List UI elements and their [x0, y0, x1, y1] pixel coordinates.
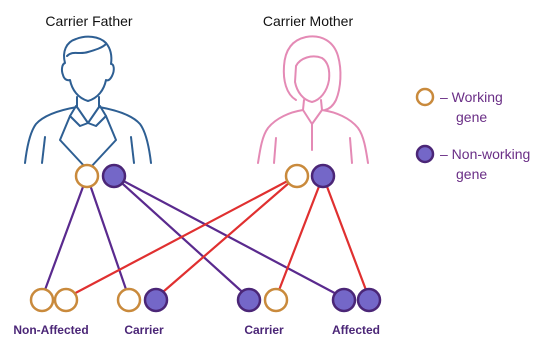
child4-genes: [331, 287, 382, 313]
child4-nonworking-gene-b: [356, 287, 382, 313]
father-working-to-child2: [85, 174, 131, 300]
child1-working-gene-b: [53, 287, 79, 313]
inheritance-lines: [40, 174, 371, 300]
legend-working-gene-icon: [415, 87, 435, 107]
child3-label: Carrier: [244, 323, 284, 337]
child1-genes: [29, 287, 79, 313]
legend-nonworking-gene-icon: [415, 144, 435, 164]
legend-working-label-1: – Working: [440, 89, 503, 105]
mother-working-gene: [284, 163, 310, 189]
father-figure: [24, 35, 152, 169]
father-working-gene: [74, 163, 100, 189]
father-nonworking-to-child4: [112, 174, 346, 300]
child2-label: Carrier: [124, 323, 164, 337]
legend-nonworking-label-2: gene: [456, 166, 487, 182]
mother-nonworking-gene: [310, 163, 336, 189]
legend-working-label-2: gene: [456, 109, 487, 125]
child1-label: Non-Affected: [13, 323, 88, 337]
child1-working-gene-a: [29, 287, 55, 313]
mother-label: Carrier Mother: [263, 13, 354, 29]
child3-nonworking-gene: [236, 287, 262, 313]
legend-nonworking-label-1: – Non-working: [440, 146, 530, 162]
mother-genes: [284, 163, 336, 189]
father-genes: [74, 163, 127, 189]
child4-nonworking-gene-a: [331, 287, 357, 313]
child2-nonworking-gene: [143, 287, 169, 313]
legend: – Working gene – Non-working gene: [415, 87, 530, 182]
child2-genes: [116, 287, 169, 313]
mother-working-to-child1: [64, 174, 299, 300]
child3-working-gene: [263, 287, 289, 313]
child3-genes: [236, 287, 289, 313]
father-label: Carrier Father: [45, 13, 132, 29]
mother-figure: [257, 35, 369, 164]
child2-working-gene: [116, 287, 142, 313]
mother-nonworking-to-child4: [321, 174, 371, 300]
child4-label: Affected: [332, 323, 380, 337]
mother-working-to-child2: [154, 174, 299, 300]
father-working-to-child1: [40, 174, 89, 300]
father-nonworking-gene: [101, 163, 127, 189]
mother-nonworking-to-child3: [274, 174, 325, 300]
